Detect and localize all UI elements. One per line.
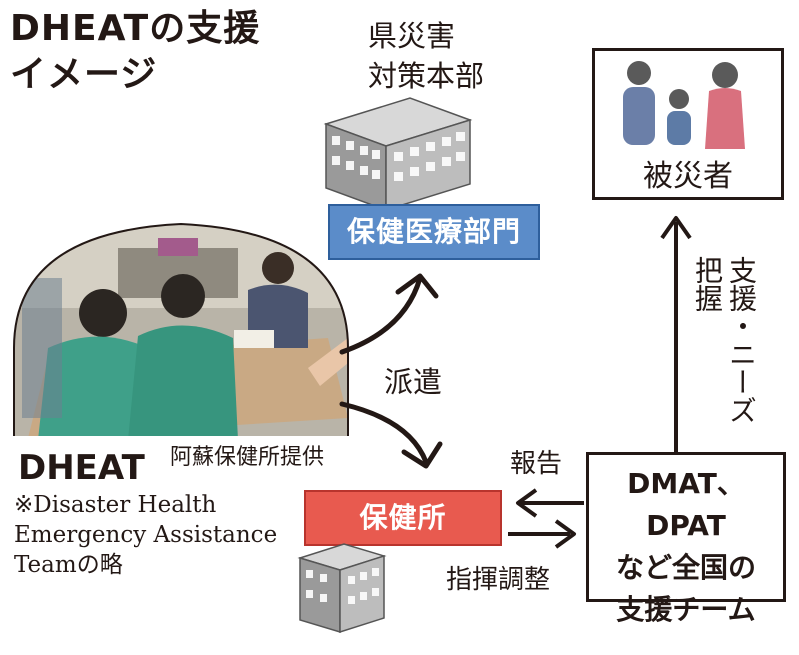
dheat-note: ※Disaster Health Emergency Assistance Te… xyxy=(14,492,278,578)
prefecture-hq-label: 県災害 対策本部 xyxy=(368,19,485,93)
command-coordination-label: 指揮調整 xyxy=(446,565,551,595)
diagram-title: DHEATの支援 イメージ xyxy=(10,8,261,95)
victims-box: 被災者 xyxy=(592,48,784,200)
dispatch-arrow-up xyxy=(339,275,423,355)
dheat-heading: DHEAT xyxy=(18,448,145,488)
hq-building-icon xyxy=(323,97,473,212)
health-center-building-icon xyxy=(297,543,387,634)
dispatch-label: 派遣 xyxy=(384,365,443,399)
family-icon xyxy=(623,61,745,149)
health-medical-dept-box: 保健医療部門 xyxy=(328,204,540,260)
meeting-photo xyxy=(13,222,349,436)
support-needs-label: 支援・ニーズ把握 xyxy=(691,256,758,424)
report-label: 報告 xyxy=(510,449,563,479)
victims-label: 被災者 xyxy=(643,159,733,194)
support-teams-box: DMAT、DPAT など全国の 支援チーム xyxy=(586,452,786,626)
health-center-box: 保健所 xyxy=(304,490,502,546)
dispatch-arrow-down xyxy=(339,401,429,465)
photo-credit: 阿蘇保健所提供 xyxy=(170,445,325,470)
